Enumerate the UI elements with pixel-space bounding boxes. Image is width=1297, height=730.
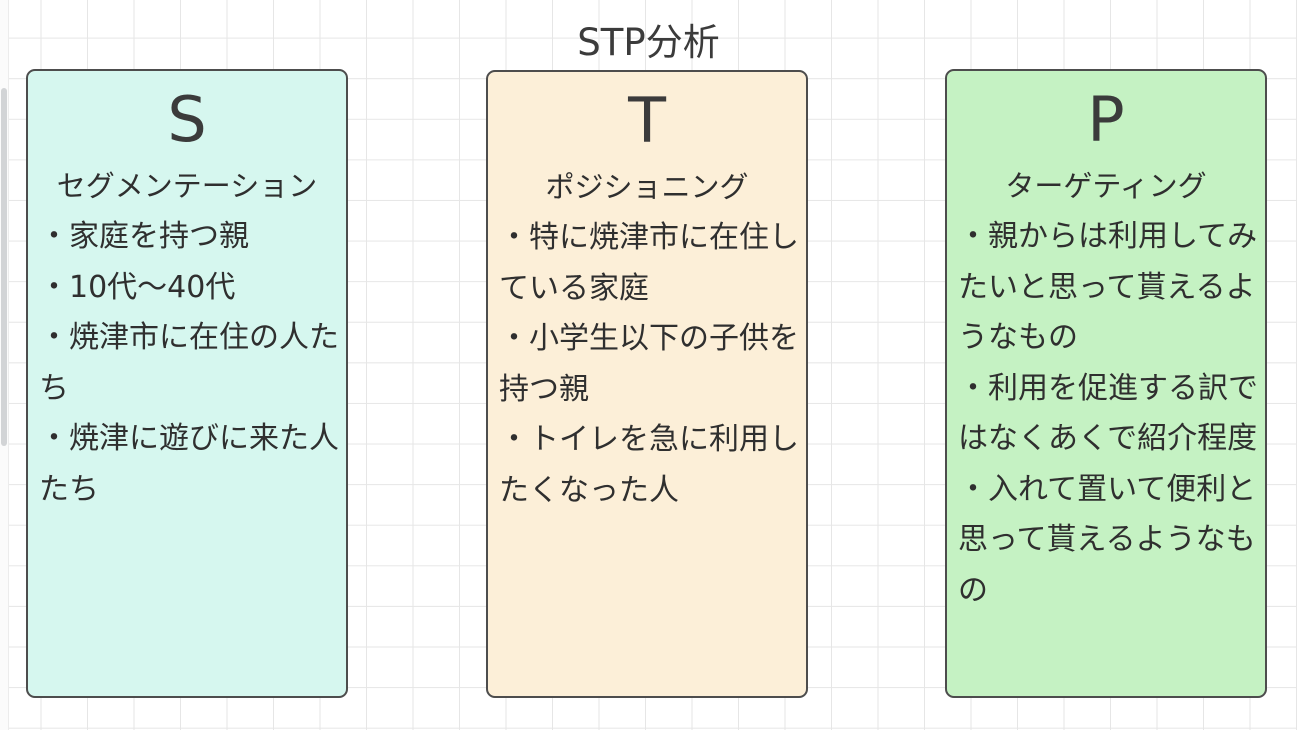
bullet-item: ・特に焼津市に在住している家庭: [499, 220, 799, 306]
bullet-item: ・焼津に遊びに来た人たち: [39, 421, 339, 507]
card-body-targeting: ・親からは利用してみたいと思って貰えるようなもの ・利用を促進する訳ではなくあく…: [947, 212, 1265, 616]
card-body-positioning: ・特に焼津市に在住している家庭 ・小学生以下の子供を持つ親 ・トイレを急に利用し…: [488, 213, 806, 516]
bullet-item: ・10代〜40代: [39, 269, 236, 305]
card-body-segmentation: ・家庭を持つ親 ・10代〜40代 ・焼津市に在住の人たち ・焼津に遊びに来た人た…: [28, 212, 346, 515]
card-subtitle-segmentation: セグメンテーション: [56, 169, 318, 203]
stp-card-segmentation[interactable]: S セグメンテーション ・家庭を持つ親 ・10代〜40代 ・焼津市に在住の人たち…: [26, 69, 348, 698]
bullet-item: ・利用を促進する訳ではなくあくで紹介程度: [958, 370, 1258, 457]
bullet-item: ・入れて置いて便利と思って貰えるようなもの: [958, 471, 1257, 608]
card-letter-p: P: [1087, 83, 1125, 156]
bullet-item: ・小学生以下の子供を持つ親: [499, 321, 799, 407]
card-subtitle-positioning: ポジショニング: [545, 170, 749, 204]
bullet-item: ・焼津市に在住の人たち: [39, 320, 339, 406]
stp-card-positioning[interactable]: T ポジショニング ・特に焼津市に在住している家庭 ・小学生以下の子供を持つ親 …: [486, 70, 808, 698]
bullet-item: ・トイレを急に利用したくなった人: [499, 422, 799, 508]
scrollbar-thumb[interactable]: [1, 88, 7, 446]
card-letter-t: T: [628, 84, 666, 157]
stp-card-targeting[interactable]: P ターゲティング ・親からは利用してみたいと思って貰えるようなもの ・利用を促…: [945, 69, 1267, 698]
bullet-item: ・家庭を持つ親: [39, 219, 249, 254]
card-subtitle-targeting: ターゲティング: [1005, 169, 1207, 203]
card-letter-s: S: [167, 83, 207, 156]
page-title: STP分析: [577, 21, 720, 64]
bullet-item: ・親からは利用してみたいと思って貰えるようなもの: [958, 219, 1258, 355]
vertical-scrollbar[interactable]: [0, 0, 9, 730]
